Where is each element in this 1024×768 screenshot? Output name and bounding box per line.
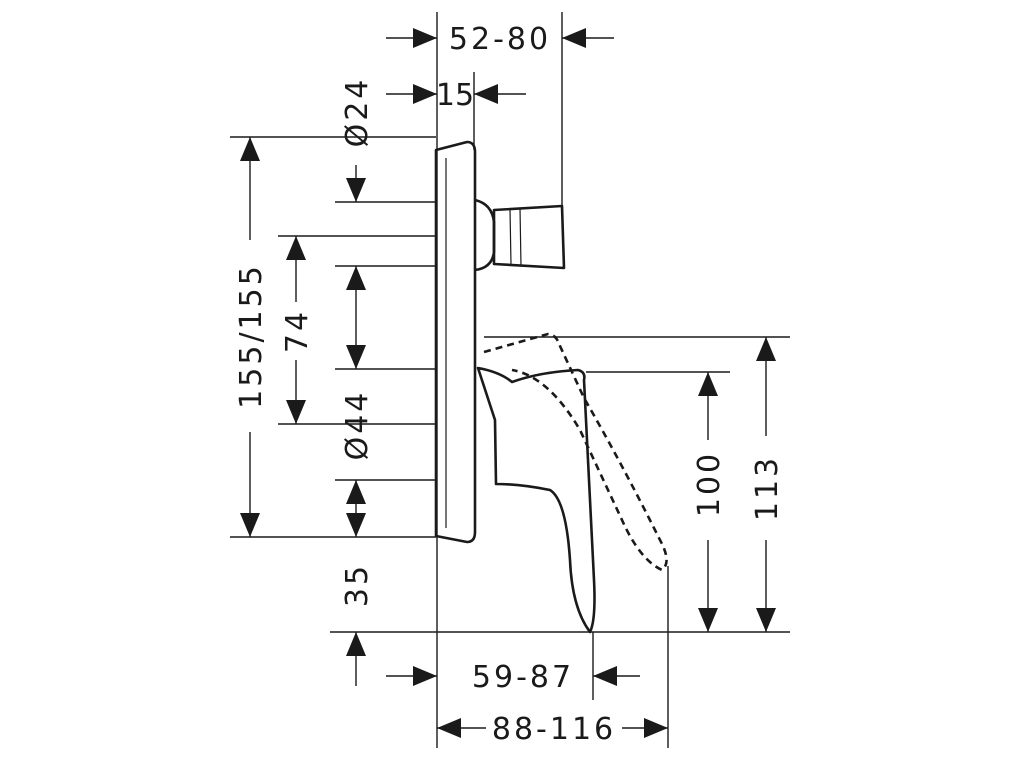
dim-height-100: 100 (692, 451, 727, 517)
dim-spacing-74: 74 (280, 309, 315, 353)
dim-diameter-top: Ø24 (340, 77, 375, 148)
dim-width-total: 52-80 (449, 22, 551, 57)
lever-handle (476, 366, 596, 634)
dim-nut-length: 15 (436, 78, 474, 113)
dim-projection-88-116: 88-116 (492, 712, 616, 747)
dim-height-total: 155/155 (234, 263, 269, 409)
dim-height-113: 113 (750, 455, 785, 521)
dim-diameter-mid: Ø44 (340, 390, 375, 461)
extension-lines (230, 12, 790, 748)
lever-handle-alt (483, 332, 668, 572)
dim-projection-59-87: 59-87 (472, 660, 574, 695)
dim-offset-35: 35 (340, 563, 375, 607)
dimension-lines (240, 28, 776, 738)
diverter-stem (474, 198, 496, 272)
knob-line-1 (509, 208, 512, 266)
diverter-knob (492, 204, 566, 270)
knob-line-2 (519, 207, 522, 267)
dimension-labels: 52-80 15 Ø24 155/155 74 Ø44 35 100 113 5… (234, 22, 785, 747)
mixer-body (434, 140, 668, 634)
escutcheon-plate (434, 140, 477, 544)
